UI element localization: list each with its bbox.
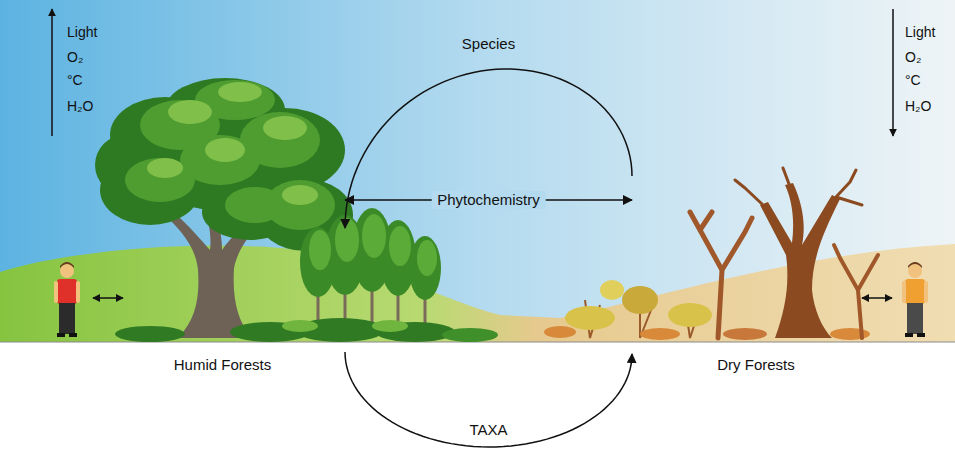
foliage <box>335 218 359 262</box>
person-head <box>60 264 74 278</box>
person-hair <box>60 262 74 268</box>
dry-tree <box>690 212 752 338</box>
dry-shrub <box>622 286 658 314</box>
factor-label: O₂ <box>905 49 921 66</box>
edge-label: TAXA <box>463 421 513 439</box>
undergrowth <box>442 328 498 342</box>
foliage <box>218 82 262 102</box>
relation-arrow <box>345 352 632 447</box>
edge-label: Phytochemistry <box>431 191 546 209</box>
person-arm <box>902 281 906 303</box>
person-arm <box>54 281 58 303</box>
foliage <box>225 187 285 223</box>
foliage <box>263 116 307 140</box>
person-shoe <box>917 333 925 337</box>
sky <box>0 0 955 342</box>
dry-shrub <box>600 280 624 300</box>
factor-label: °C <box>67 72 83 89</box>
edge-label: Species <box>456 35 521 53</box>
region-label: Dry Forests <box>632 356 880 374</box>
region-label: Humid Forests <box>100 356 345 374</box>
dry-grass <box>640 328 680 340</box>
undergrowth <box>115 326 185 342</box>
foliage <box>282 185 318 205</box>
decrease-arrow <box>892 9 894 136</box>
increase-arrow <box>51 9 53 136</box>
person-pants <box>59 303 75 334</box>
dry-tree <box>834 245 878 338</box>
dry-tree <box>760 183 840 338</box>
person-arm <box>76 281 80 303</box>
dry-grass <box>544 326 576 338</box>
dry-shrub <box>668 303 712 327</box>
node-label-group: Dry Forests <box>632 356 880 374</box>
factor-label: Light <box>67 24 97 41</box>
person-head <box>908 264 922 278</box>
dry-grass <box>723 328 767 340</box>
person-shirt <box>57 279 77 304</box>
person-arm <box>924 281 928 303</box>
factor-label: H₂O <box>905 98 931 115</box>
foliage <box>409 236 441 300</box>
foliage <box>205 138 245 162</box>
dry-shrub <box>565 306 615 330</box>
foliage <box>147 158 183 178</box>
forest-region: Dry Forests <box>632 80 880 380</box>
person-pants <box>907 303 923 334</box>
node-label-group: Humid Forests <box>100 356 345 374</box>
undergrowth <box>282 320 318 332</box>
undergrowth <box>372 320 408 332</box>
relation-arrow <box>345 69 632 228</box>
person-hair <box>908 262 922 268</box>
foliage <box>168 100 212 124</box>
foliage <box>180 135 260 185</box>
person-shoe <box>57 333 65 337</box>
dry-branch <box>735 168 862 205</box>
foliage <box>417 240 437 276</box>
foliage <box>362 214 386 258</box>
forest-region: Humid Forests <box>100 80 345 380</box>
person-shoe <box>69 333 77 337</box>
interaction-arrow <box>93 297 123 299</box>
person-shoe <box>905 333 913 337</box>
factor-label: Light <box>905 24 935 41</box>
foliage <box>309 230 331 270</box>
factor-label: O₂ <box>67 49 83 66</box>
factor-label: °C <box>905 72 921 89</box>
foliage <box>389 226 411 266</box>
factor-label: H₂O <box>67 98 93 115</box>
dry-grass <box>830 328 870 340</box>
interaction-arrow <box>862 297 892 299</box>
person-shirt <box>905 279 925 304</box>
